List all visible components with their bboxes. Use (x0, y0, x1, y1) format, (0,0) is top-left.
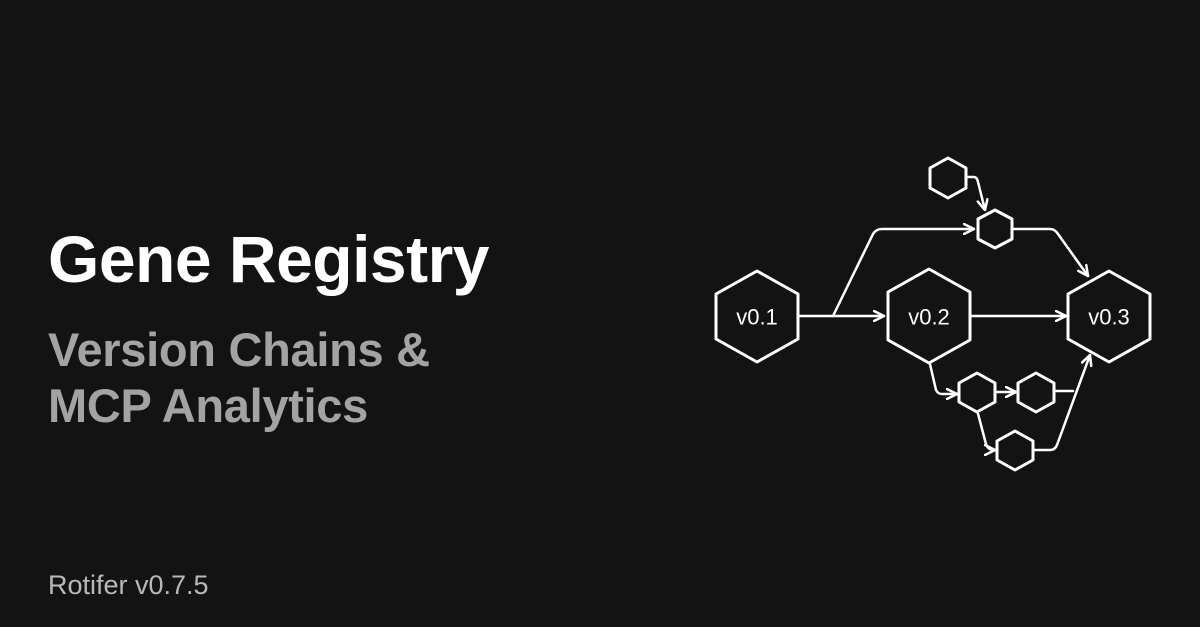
node-v01: v0.1 (714, 269, 800, 364)
version-footer: Rotifer v0.7.5 (48, 570, 209, 600)
subtitle-line-1: Version Chains & (48, 323, 430, 376)
edge-bot-c-bot-e (975, 408, 997, 450)
page-title: Gene Registry (48, 222, 490, 296)
subtitle: Version Chains & MCP Analytics (48, 322, 430, 434)
edge-bot-e-v03 (1032, 353, 1090, 452)
edge-v02-bot-c (927, 358, 959, 394)
diagram-nodes: v0.1 v0.2 v0.3 (714, 156, 1152, 472)
edge-top-a-top-b (965, 175, 985, 212)
node-bot-e-hexagon-icon (995, 429, 1035, 472)
node-v02: v0.2 (886, 267, 972, 365)
node-bot-d-hexagon-icon (1016, 371, 1056, 414)
node-label: v0.3 (1088, 305, 1130, 330)
edge-v01-top-b (831, 229, 976, 318)
node-label: v0.1 (736, 305, 778, 330)
subtitle-line-2: MCP Analytics (48, 379, 368, 432)
hexagon-icon (886, 267, 972, 365)
node-bot-c-hexagon-icon (957, 371, 997, 414)
hexagon-icon (714, 269, 800, 364)
node-v03: v0.3 (1066, 269, 1152, 364)
node-label: v0.2 (908, 305, 950, 330)
diagram-edges (797, 175, 1090, 452)
node-top-a-hexagon-icon (928, 156, 968, 200)
edge-top-b-v03 (1011, 227, 1090, 278)
hexagon-icon (1066, 269, 1152, 364)
node-top-b-hexagon-icon (976, 208, 1014, 250)
